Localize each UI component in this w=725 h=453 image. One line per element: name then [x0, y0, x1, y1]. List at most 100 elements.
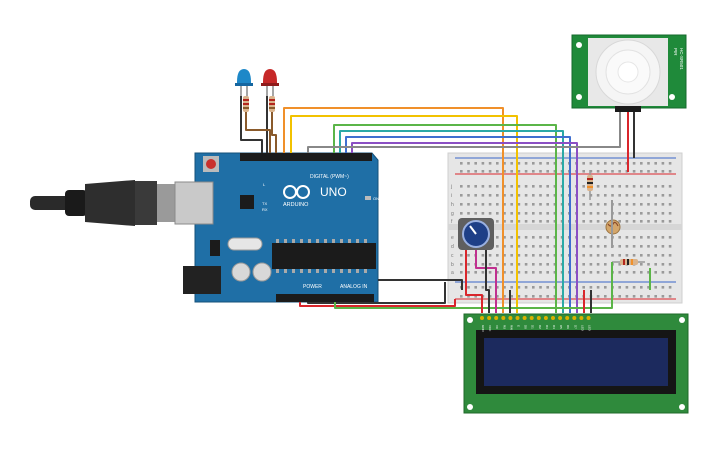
red-led[interactable] [261, 69, 279, 96]
lcd-pin-label: LED [588, 325, 592, 332]
breadboard-hole [604, 194, 607, 197]
breadboard-hole [517, 162, 521, 165]
breadboard-hole [654, 203, 657, 206]
lcd-pin[interactable] [487, 316, 492, 320]
pir-sensor[interactable]: PIR HC-SR501 [571, 34, 687, 112]
breadboard-hole [532, 162, 535, 165]
breadboard-hole [488, 263, 492, 266]
breadboard-hole [668, 263, 672, 266]
breadboard-resistor-vertical[interactable] [587, 170, 593, 200]
breadboard-resistor-horizontal[interactable] [612, 259, 645, 265]
wire-pir-signal [307, 112, 621, 153]
breadboard-hole [474, 170, 477, 173]
breadboard-hole [625, 254, 629, 257]
lcd-pin[interactable] [494, 316, 499, 320]
breadboard-hole [474, 271, 477, 274]
breadboard-hole [632, 194, 636, 197]
lcd-pin[interactable] [536, 316, 541, 320]
breadboard-hole [517, 203, 521, 206]
breadboard-hole [532, 220, 535, 223]
blue-led[interactable] [235, 69, 253, 96]
lcd-pin[interactable] [522, 316, 527, 320]
breadboard-hole [654, 254, 657, 257]
lcd-pin[interactable] [572, 316, 577, 320]
lcd-pin[interactable] [501, 316, 506, 320]
breadboard-hole [524, 263, 528, 266]
breadboard-hole [632, 185, 636, 188]
lcd-pin[interactable] [579, 316, 584, 320]
breadboard-hole [632, 271, 636, 274]
wire-pot-vcc [465, 250, 483, 313]
breadboard-hole [589, 286, 593, 289]
lcd-pin-label: GND [481, 325, 485, 333]
breadboard-hole [625, 185, 629, 188]
breadboard-hole [640, 194, 643, 197]
lcd-pin[interactable] [480, 316, 484, 320]
breadboard-hole [553, 271, 557, 274]
pir-label-2: HC-SR501 [679, 48, 684, 70]
potentiometer[interactable] [458, 218, 494, 250]
breadboard-hole [503, 212, 506, 215]
breadboard-hole [496, 170, 499, 173]
row-letter-g: g [451, 211, 454, 217]
breadboard-hole [532, 194, 535, 197]
breadboard-hole [467, 254, 470, 257]
led-resistor-red[interactable] [269, 96, 275, 112]
breadboard-hole [640, 185, 643, 188]
breadboard-hole [647, 203, 650, 206]
breadboard-hole [539, 254, 542, 257]
lcd-pin[interactable] [586, 316, 591, 320]
breadboard-hole [640, 286, 643, 289]
breadboard-hole [546, 271, 549, 274]
breadboard-hole [532, 185, 535, 188]
breadboard-hole [496, 271, 499, 274]
wire-green [333, 124, 557, 313]
breadboard-hole [611, 185, 614, 188]
breadboard-hole [503, 245, 506, 248]
arduino-uno-board[interactable]: ARDUINO UNO DIGITAL (PWM~) POWER ANALOG … [174, 152, 379, 303]
lcd-pin[interactable] [551, 316, 555, 320]
breadboard-hole [539, 236, 542, 239]
breadboard-hole [625, 245, 629, 248]
breadboard-hole [539, 170, 542, 173]
breadboard-hole [503, 203, 506, 206]
breadboard-hole [481, 212, 485, 215]
breadboard-hole [589, 203, 593, 206]
breadboard-hole [467, 194, 470, 197]
lcd-pin[interactable] [529, 316, 534, 320]
breadboard-hole [517, 295, 521, 298]
breadboard-hole [654, 245, 657, 248]
lcd-pin[interactable] [565, 316, 570, 320]
breadboard-hole [625, 162, 629, 165]
led-resistor-blue[interactable] [243, 96, 249, 112]
breadboard-hole [460, 194, 463, 197]
breadboard-hole [503, 194, 506, 197]
breadboard-hole [611, 254, 614, 257]
breadboard-hole [632, 254, 636, 257]
breadboard-hole [496, 245, 499, 248]
breadboard-hole [640, 170, 643, 173]
lcd-pin-label: D0 [524, 325, 528, 329]
breadboard-hole [481, 185, 485, 188]
lcd-pin[interactable] [515, 316, 520, 320]
breadboard-hole [510, 185, 513, 188]
lcd-pin[interactable] [508, 316, 513, 320]
lcd-pin[interactable] [558, 316, 563, 320]
lcd-pin[interactable] [543, 316, 548, 320]
breadboard-hole [596, 194, 600, 197]
analog-power-header [276, 294, 374, 302]
breadboard-hole [604, 162, 607, 165]
breadboard-hole [582, 194, 585, 197]
breadboard-hole [524, 271, 528, 274]
breadboard-hole [460, 212, 463, 215]
breadboard-hole [618, 162, 621, 165]
breadboard-hole [611, 162, 614, 165]
breadboard-hole [589, 170, 593, 173]
breadboard-hole [582, 263, 585, 266]
arduino-brand-text: ARDUINO [283, 202, 309, 208]
breadboard-hole [582, 170, 585, 173]
breadboard-hole [553, 194, 557, 197]
lcd-pin-label: E [517, 325, 521, 327]
breadboard-hole [532, 263, 535, 266]
